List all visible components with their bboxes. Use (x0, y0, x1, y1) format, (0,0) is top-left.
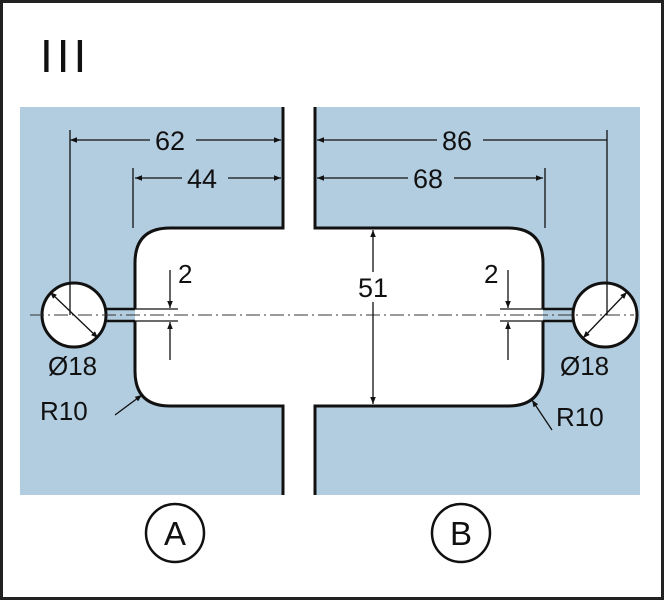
label-a: A (164, 515, 186, 552)
figure-number: III (40, 30, 90, 82)
panel-b-outline (313, 107, 639, 495)
panel-labels: A B (144, 502, 492, 564)
dim-b-hole-diameter: Ø18 (560, 351, 609, 381)
dim-a-outer: 62 (155, 126, 185, 156)
dim-b-slot: 2 (484, 259, 498, 289)
dim-b-diameter (582, 291, 628, 339)
slot-b (543, 307, 574, 323)
slot-a (105, 307, 135, 323)
hole-b (571, 281, 639, 349)
dim-b-outer: 86 (442, 126, 472, 156)
dim-b-corner-radius: R10 (556, 402, 604, 432)
dim-a-slot: 2 (178, 259, 192, 289)
panel-a-dimension-text: 62 44 2 Ø18 R10 (40, 124, 228, 426)
panel-b-dimensions (317, 130, 628, 431)
dim-a-inner: 44 (187, 164, 217, 194)
dim-a-diameter (49, 291, 99, 339)
dim-b-height: 51 (358, 273, 388, 303)
cutout-a-edge-lower (133, 321, 285, 495)
cutout-a-edge (133, 107, 285, 309)
cutout-b-edge (313, 107, 545, 309)
label-b: B (450, 515, 472, 552)
dim-a-radius-leader (114, 394, 143, 416)
label-a-circle (144, 502, 206, 564)
dim-a-corner-radius: R10 (40, 396, 88, 426)
dim-b-radius-leader (531, 399, 553, 431)
label-b-circle (430, 502, 492, 564)
glass-panels (20, 107, 640, 495)
glass-panel-b (315, 107, 640, 495)
cutout-b-edge-lower (313, 321, 545, 495)
glass-panel-a (20, 107, 283, 495)
dim-b-inner: 68 (413, 164, 443, 194)
dim-a-hole-diameter: Ø18 (48, 351, 97, 381)
panel-b-dimension-text: 86 68 51 2 Ø18 R10 (355, 124, 609, 432)
